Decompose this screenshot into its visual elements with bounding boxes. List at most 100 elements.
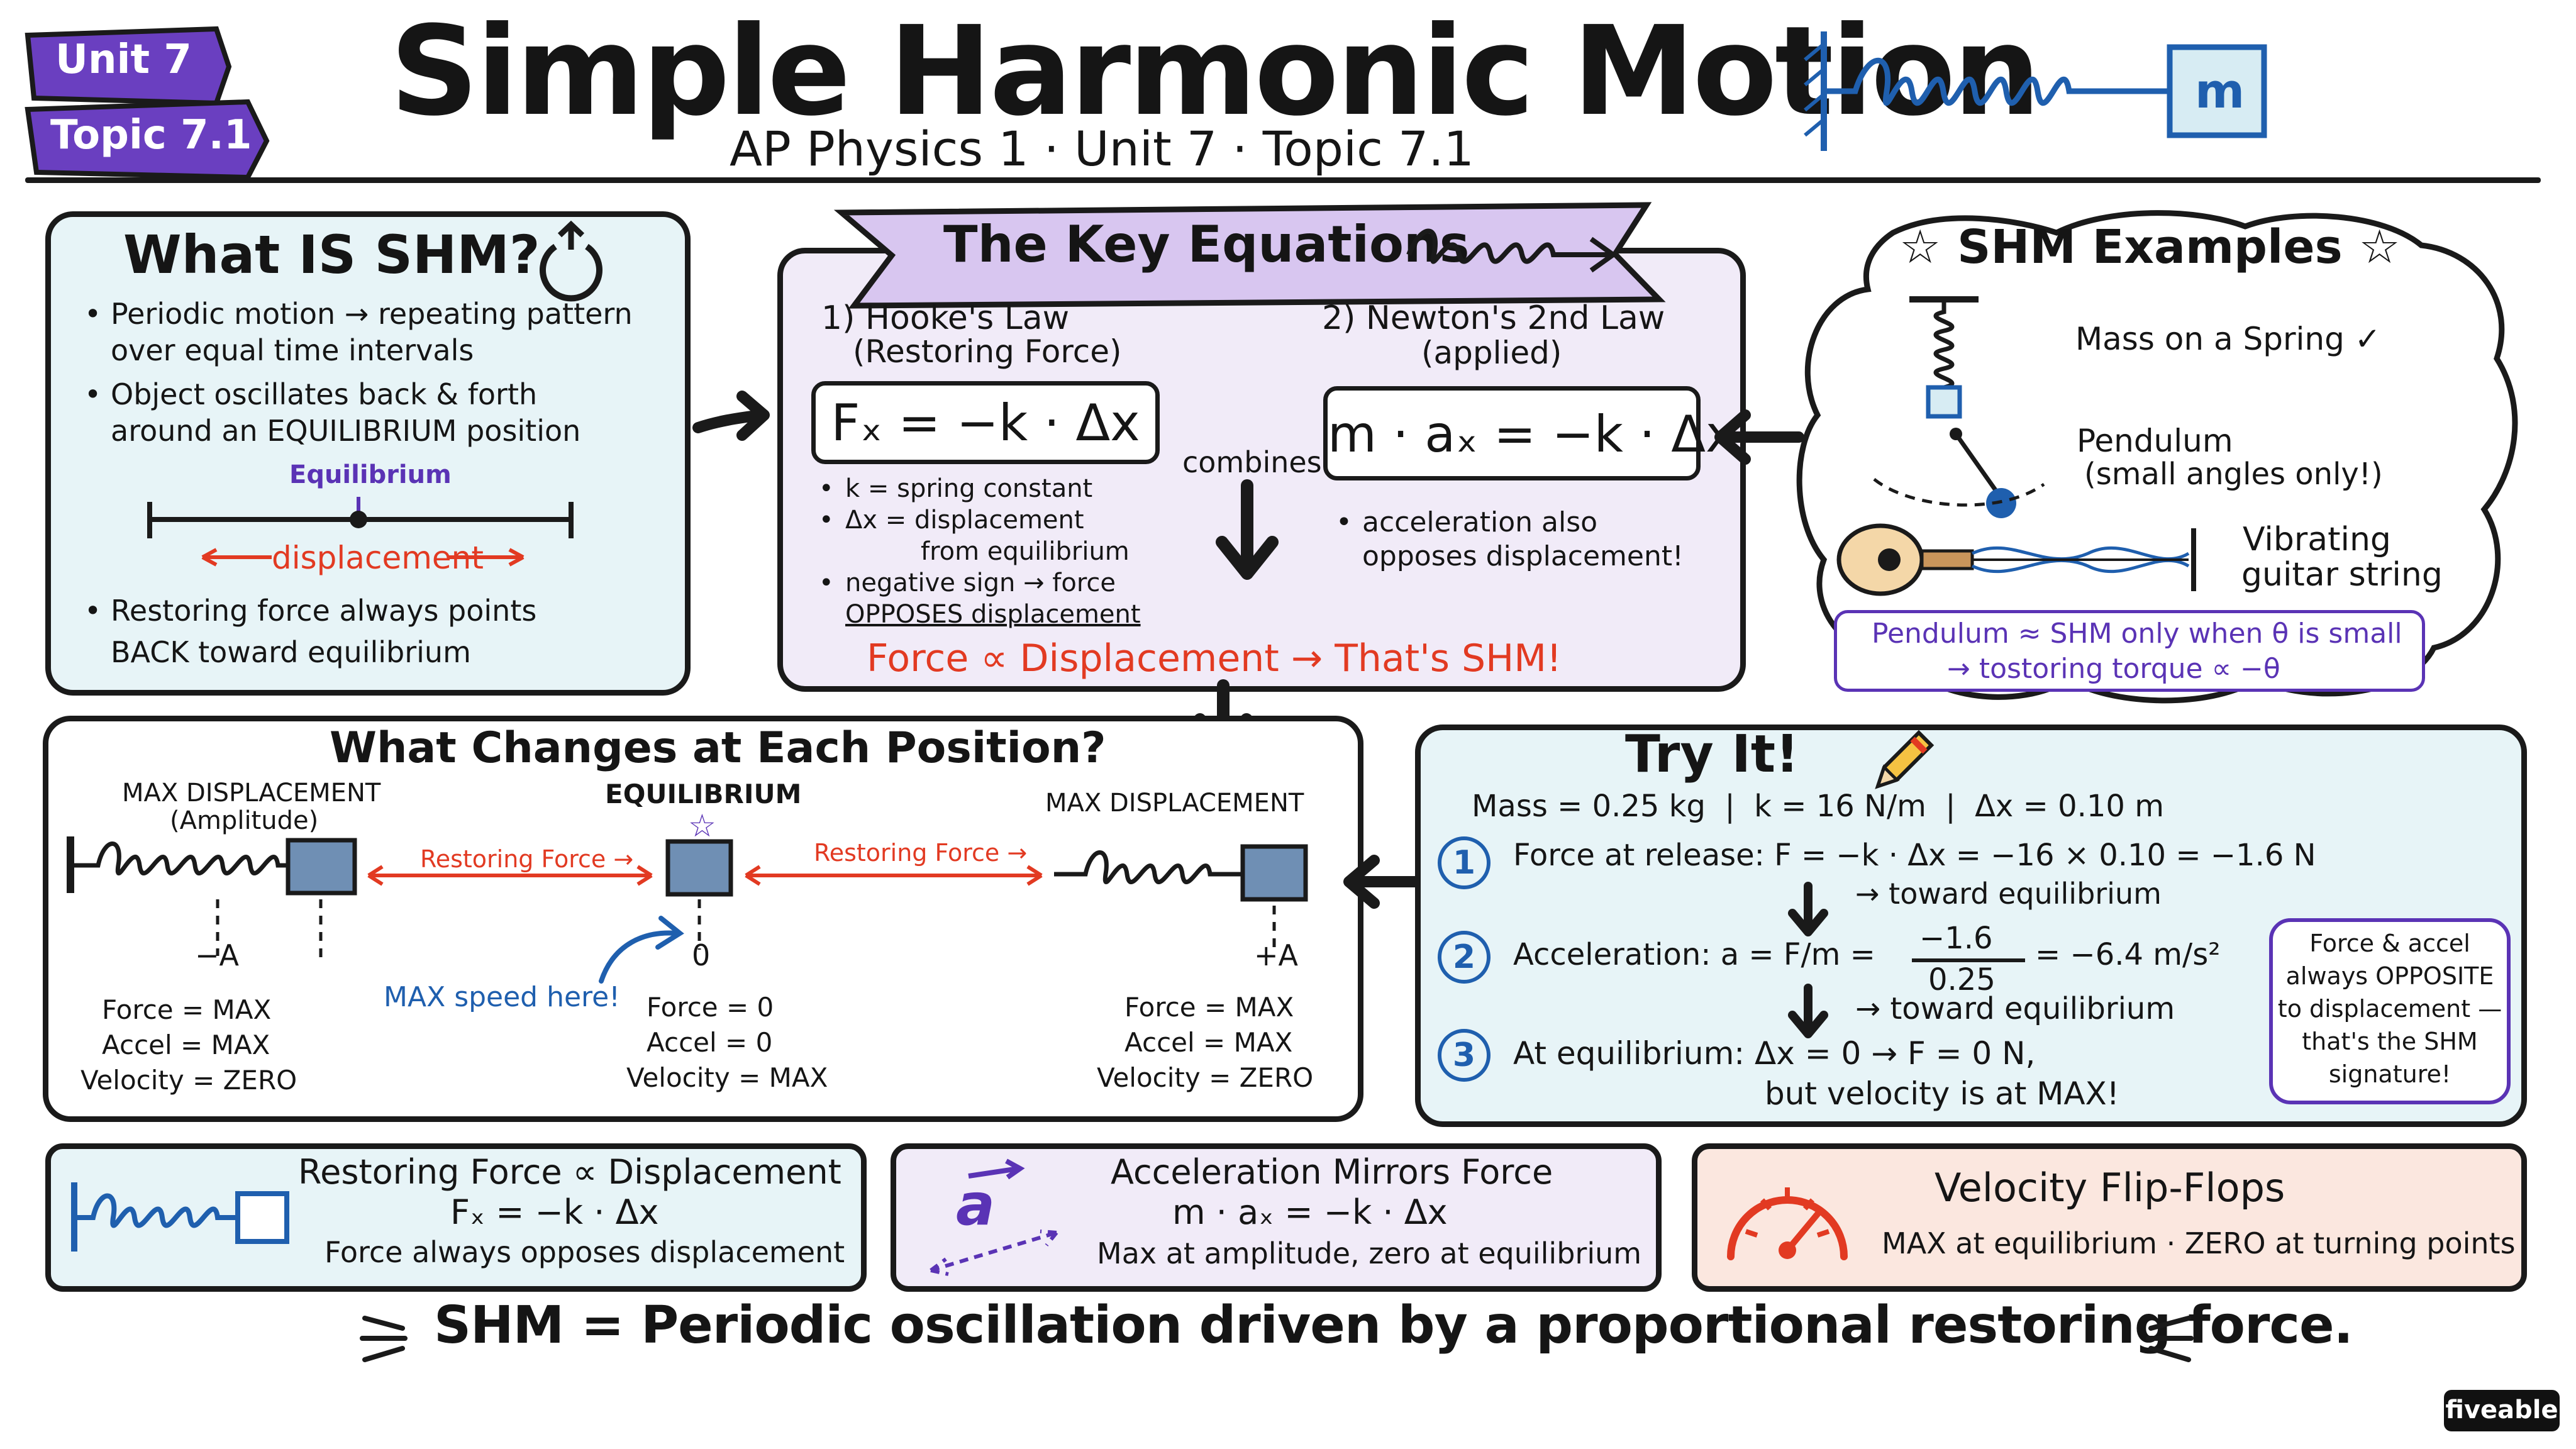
- example-guitar-2: guitar string: [2241, 556, 2443, 594]
- positions-panel: [43, 716, 1363, 1122]
- hooke-title: 1) Hooke's Law: [821, 299, 1070, 337]
- what-is-bullet-1: Periodic motion → repeating pattern over…: [84, 296, 633, 369]
- try-it-callout: [2269, 918, 2511, 1104]
- minus-a-label: −A: [195, 938, 240, 972]
- step-3-number: 3: [1438, 1029, 1491, 1082]
- right-stats: Force = MAX Accel = MAX Velocity = ZERO: [1097, 992, 1314, 1093]
- center-position-label: EQUILIBRIUM: [605, 779, 802, 809]
- step-2c-text: → toward equilibrium: [1855, 991, 2175, 1026]
- step-down-arrow-2: [1788, 984, 1828, 1038]
- unit-tag: Unit 7: [55, 36, 192, 83]
- step-2b-text: = −6.4 m/s²: [2035, 937, 2221, 972]
- fraction-bar: [1912, 958, 2025, 962]
- guitar-icon: [1836, 523, 2196, 596]
- mass-label: m: [2195, 63, 2245, 119]
- page-subtitle: AP Physics 1 · Unit 7 · Topic 7.1: [730, 121, 1474, 177]
- try-it-givens: Mass = 0.25 kg | k = 16 N/m | Δx = 0.10 …: [1472, 789, 2164, 824]
- summary-2-equation: m · aₓ = −k · Δx: [1172, 1192, 1448, 1232]
- cycle-icon: [540, 220, 602, 302]
- fraction-numerator: −1.6: [1919, 921, 1993, 956]
- examples-title: ☆ SHM Examples ☆: [1899, 220, 2401, 274]
- step-2-number: 2: [1438, 931, 1491, 984]
- coil-arrow-icon: [1406, 228, 1618, 273]
- newton-notes: acceleration also opposes displacement!: [1336, 506, 1684, 574]
- spring-box-icon: [71, 1182, 289, 1252]
- restoring-force-right: Restoring Force →: [814, 839, 1028, 867]
- pendulum-icon: [1873, 428, 2045, 518]
- what-is-bullet-2: Object oscillates back & forth around an…: [84, 376, 580, 449]
- arrow-right-icon: [692, 391, 770, 441]
- summary-2-title: Acceleration Mirrors Force: [1111, 1152, 1553, 1192]
- example-pendulum-sub: (small angles only!): [2084, 457, 2383, 492]
- brand-badge: fiveable: [2444, 1390, 2560, 1431]
- mass-spring-example-icon: [1909, 296, 1979, 419]
- plus-a-label: +A: [1254, 938, 1299, 972]
- example-guitar: Vibrating: [2243, 521, 2391, 558]
- page-title: Simple Harmonic Motion: [390, 0, 2041, 143]
- footer-tagline: SHM = Periodic oscillation driven by a p…: [434, 1296, 2353, 1355]
- step-2-text: Acceleration: a = F/m =: [1513, 937, 1875, 972]
- step-1-number: 1: [1438, 836, 1491, 889]
- pencil-icon: [1875, 730, 1935, 789]
- displacement-label: displacement: [272, 540, 484, 576]
- equilibrium-label: Equilibrium: [289, 460, 452, 489]
- examples-note-2: → tostoring torque ∝ −θ: [1947, 653, 2280, 685]
- summary-card-1: [45, 1143, 867, 1292]
- max-speed-label: MAX speed here!: [384, 981, 620, 1013]
- newton-title: 2) Newton's 2nd Law: [1322, 299, 1665, 337]
- step-1b-text: → toward equilibrium: [1855, 877, 2162, 911]
- header-divider: [25, 177, 2541, 183]
- summary-3-title: Velocity Flip-Flops: [1935, 1165, 2285, 1211]
- summary-1-title: Restoring Force ∝ Displacement: [298, 1152, 841, 1192]
- arrow-down-icon: [1216, 479, 1279, 580]
- svg-text:☆: ☆: [688, 808, 716, 844]
- hooke-subtitle: (Restoring Force): [853, 333, 1122, 370]
- zero-label: 0: [692, 938, 711, 972]
- arrow-left-icon: [1714, 409, 1804, 465]
- speedometer-icon: [1727, 1187, 1848, 1260]
- newton-subtitle: (applied): [1421, 335, 1562, 371]
- try-it-callout-text: Force & accel always OPPOSITE to displac…: [2277, 930, 2502, 1088]
- right-position-label: MAX DISPLACEMENT: [1045, 789, 1304, 818]
- hooke-equation-box: Fₓ = −k · Δx: [811, 381, 1160, 464]
- combines-label: combines: [1182, 445, 1322, 479]
- examples-note-box: [1834, 610, 2425, 692]
- arrow-left-2-icon: [1343, 855, 1427, 909]
- what-is-bullet-3: Restoring force always points BACK towar…: [84, 590, 536, 673]
- step-1-text: Force at release: F = −k · Δx = −16 × 0.…: [1513, 838, 2316, 873]
- left-position-label: MAX DISPLACEMENT: [122, 779, 381, 808]
- acceleration-vector-icon: [930, 1158, 1058, 1276]
- topic-tag: Topic 7.1: [50, 112, 252, 158]
- left-stats: Force = MAX Accel = MAX Velocity = ZERO: [80, 994, 297, 1096]
- restoring-force-left: Restoring Force →: [420, 845, 634, 873]
- examples-note-1: Pendulum ≈ SHM only when θ is small: [1872, 618, 2402, 650]
- acceleration-icon-letter: a: [956, 1171, 996, 1238]
- emphasis-marks-right-icon: [2146, 1316, 2194, 1362]
- step-3-text: At equilibrium: Δx = 0 → F = 0 N,: [1513, 1035, 2036, 1072]
- positions-diagram: ☆: [67, 808, 1308, 984]
- step-3b-text: but velocity is at MAX!: [1765, 1075, 2119, 1112]
- left-position-sub: (Amplitude): [170, 806, 319, 835]
- fraction-denominator: 0.25: [1928, 962, 1996, 997]
- displacement-line: [147, 497, 574, 567]
- summary-1-equation: Fₓ = −k · Δx: [450, 1192, 659, 1232]
- example-pendulum: Pendulum: [2077, 423, 2233, 459]
- summary-2-sub: Max at amplitude, zero at equilibrium: [1097, 1236, 1642, 1270]
- equations-banner: [833, 202, 1666, 309]
- topic-tag-shape: [25, 99, 270, 180]
- emphasis-marks-left-icon: [360, 1316, 408, 1362]
- center-stats: Force = 0 Accel = 0 Velocity = MAX: [626, 992, 828, 1093]
- newton-equation-box: m · aₓ = −k · Δx: [1323, 386, 1735, 480]
- summary-3-sub: MAX at equilibrium · ZERO at turning poi…: [1882, 1226, 2516, 1260]
- try-it-title: Try It!: [1625, 724, 1799, 784]
- equations-conclusion: Force ∝ Displacement → That's SHM!: [867, 636, 1562, 680]
- spring-mass-icon: [1804, 31, 2267, 151]
- step-down-arrow-1: [1788, 882, 1828, 936]
- what-is-title: What IS SHM?: [123, 224, 540, 286]
- positions-title: What Changes at Each Position?: [330, 723, 1106, 773]
- hooke-notes: k = spring constant Δx = displacement fr…: [819, 473, 1141, 630]
- unit-tag-shape: [25, 26, 232, 106]
- example-spring: Mass on a Spring ✓: [2075, 321, 2381, 357]
- equations-title: The Key Equations: [943, 215, 1470, 274]
- summary-1-sub: Force always opposes displacement: [325, 1235, 845, 1269]
